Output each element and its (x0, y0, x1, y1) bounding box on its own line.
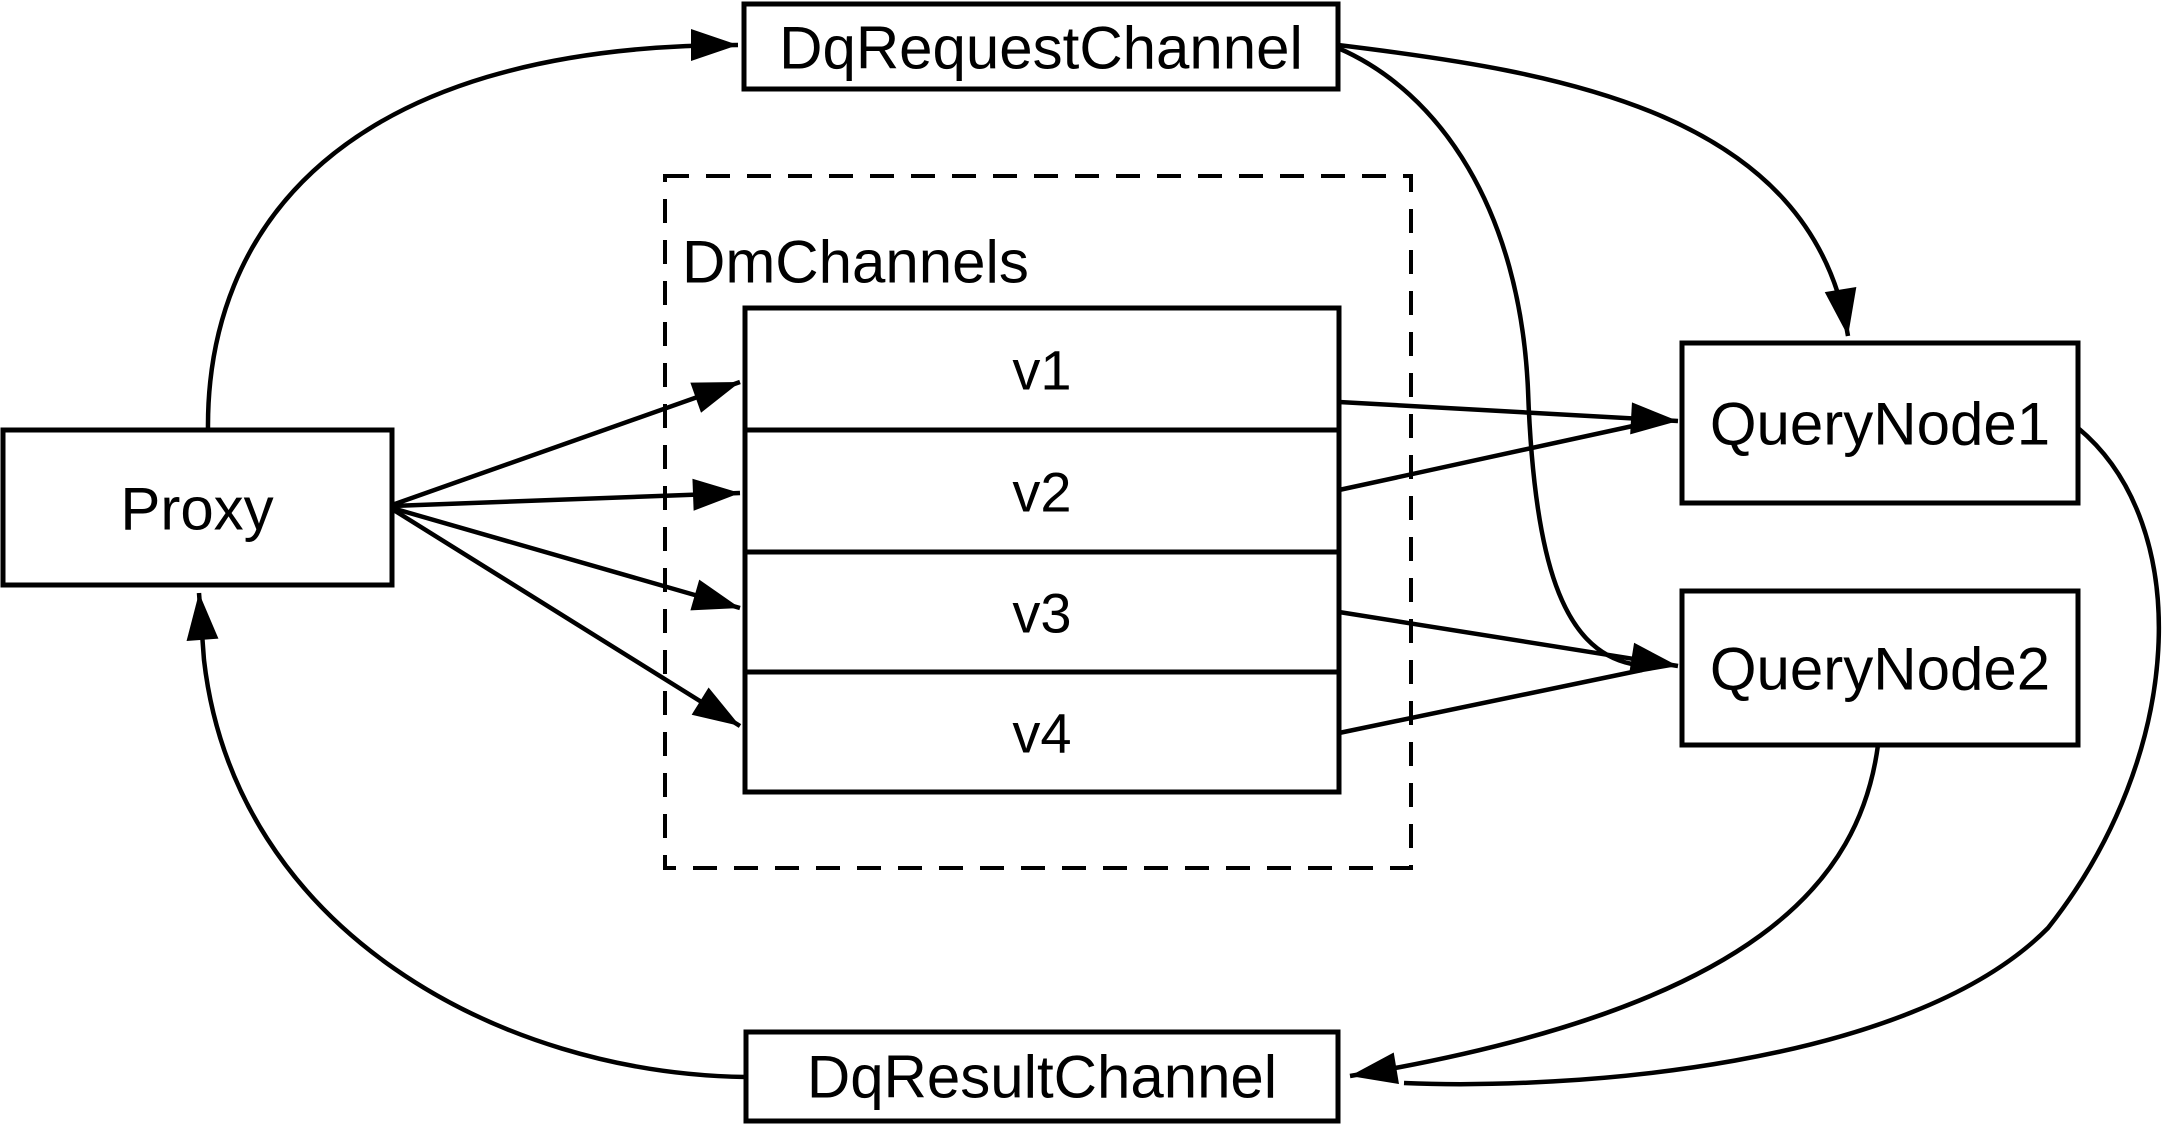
querynode1-node-box (1679, 340, 2081, 506)
edge-v3-to-querynode2 (1338, 609, 1679, 675)
dqresultchannel-node-label: DqResultChannel (807, 1044, 1277, 1111)
querynode2-node-label: QueryNode2 (1710, 636, 2050, 703)
edge-v1-to-querynode1 (1338, 399, 1679, 435)
proxy-node-label: Proxy (120, 476, 273, 543)
proxy-node-box (0, 427, 395, 588)
channel-row-v4-label: v4 (1012, 702, 1071, 765)
edge-proxy-to-v1 (391, 379, 741, 508)
querynode2-node-box (1679, 588, 2081, 748)
channel-row-v1-label: v1 (1012, 339, 1071, 402)
channel-row-v2-label: v2 (1012, 461, 1071, 524)
edge-dqrequestchannel-to-querynode2 (1337, 45, 1633, 667)
edge-proxy-to-v3 (391, 505, 741, 611)
channel-row-v3-label: v3 (1012, 582, 1071, 645)
dqresultchannel-node-box (743, 1029, 1341, 1124)
edge-dqresultchannel-to-proxy (186, 592, 747, 1080)
edge-v2-to-querynode1 (1338, 421, 1643, 493)
edge-proxy-to-v4 (390, 507, 742, 728)
edge-querynode1-to-dqresultchannel (1403, 426, 2161, 1087)
dmchannels-group-box (663, 174, 1413, 870)
dqrequestchannel-node-label: DqRequestChannel (779, 15, 1303, 82)
edge-querynode2-to-dqresultchannel (1349, 744, 1881, 1085)
dqrequestchannel-node-box (741, 1, 1341, 92)
querynode1-node-label: QueryNode1 (1710, 391, 2050, 458)
edge-dqrequestchannel-to-querynode1 (1337, 42, 1857, 337)
edge-proxy-to-v2 (391, 478, 741, 511)
dmchannels-group-label: DmChannels (682, 229, 1029, 296)
edge-proxy-to-dqrequestchannel (205, 29, 739, 431)
edge-v4-to-querynode2 (1338, 667, 1643, 736)
